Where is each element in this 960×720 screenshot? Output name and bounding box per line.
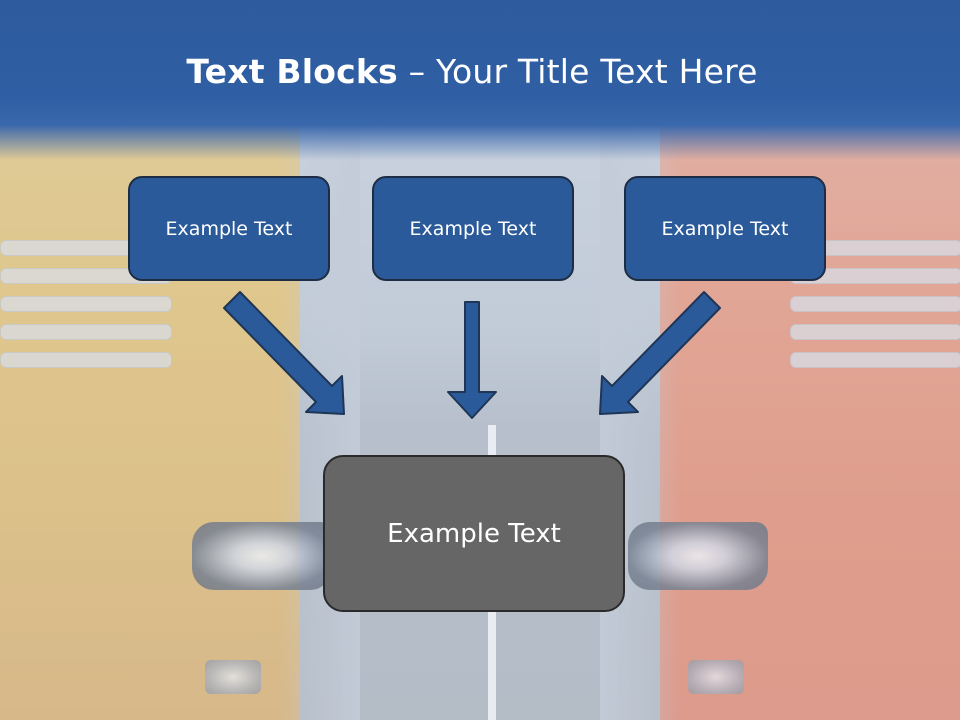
title-bold: Text Blocks xyxy=(186,52,398,91)
grille-bar xyxy=(790,296,960,312)
grille-bar xyxy=(0,352,172,368)
text-block-2[interactable]: Example Text xyxy=(372,176,574,281)
text-block-label: Example Text xyxy=(409,217,537,240)
text-block-1[interactable]: Example Text xyxy=(128,176,330,281)
text-block-label: Example Text xyxy=(165,217,293,240)
grille-bar xyxy=(790,324,960,340)
foglight-left xyxy=(205,660,261,694)
grille-bar xyxy=(0,296,172,312)
text-block-3[interactable]: Example Text xyxy=(624,176,826,281)
slide-title: Text Blocks – Your Title Text Here xyxy=(0,52,944,91)
headlight-right xyxy=(628,522,768,590)
grille-bar xyxy=(790,352,960,368)
lane-marking xyxy=(488,425,496,455)
title-rest: – Your Title Text Here xyxy=(397,52,758,91)
grille-bar xyxy=(0,324,172,340)
main-text-block[interactable]: Example Text xyxy=(323,455,625,612)
main-text-block-label: Example Text xyxy=(387,518,561,549)
foglight-right xyxy=(688,660,744,694)
text-block-label: Example Text xyxy=(661,217,789,240)
header-band xyxy=(0,0,960,160)
headlight-left xyxy=(192,522,332,590)
lane-marking xyxy=(488,612,496,720)
